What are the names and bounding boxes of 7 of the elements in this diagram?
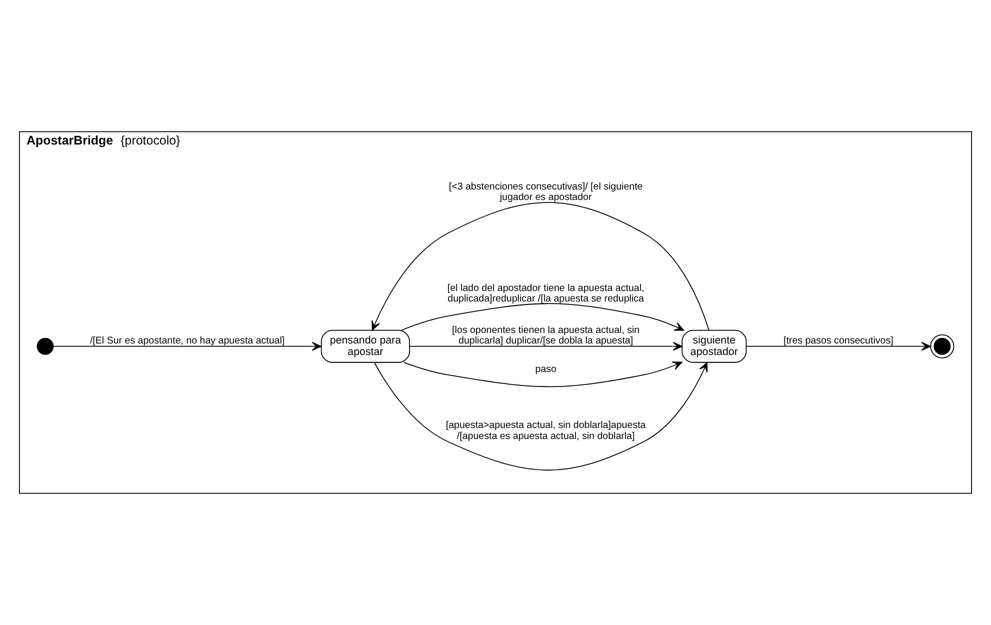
edge-label: [apuesta>apuesta actual, sin doblarla]apuesta /[apuesta es apuesta actual, sin doblarla] <box>446 420 646 442</box>
edge-label: [el lado del apostador tiene la apuesta actual, duplicada]reduplicar /[la apuesta se reduplica <box>447 282 644 305</box>
edge-label: paso <box>535 364 556 375</box>
edge-label: [tres pasos consecutivos] <box>784 335 894 346</box>
edge-label: [<3 abstenciones consecutivas]/ [el siguiente jugador es apostador <box>448 181 643 204</box>
edge-label: [los oponentes tienen la apuesta actual, sin duplicarla] duplicar/[se dobla la apuesta] <box>452 324 640 346</box>
edge-label: /[El Sur es apostante, no hay apuesta actual] <box>90 335 285 346</box>
